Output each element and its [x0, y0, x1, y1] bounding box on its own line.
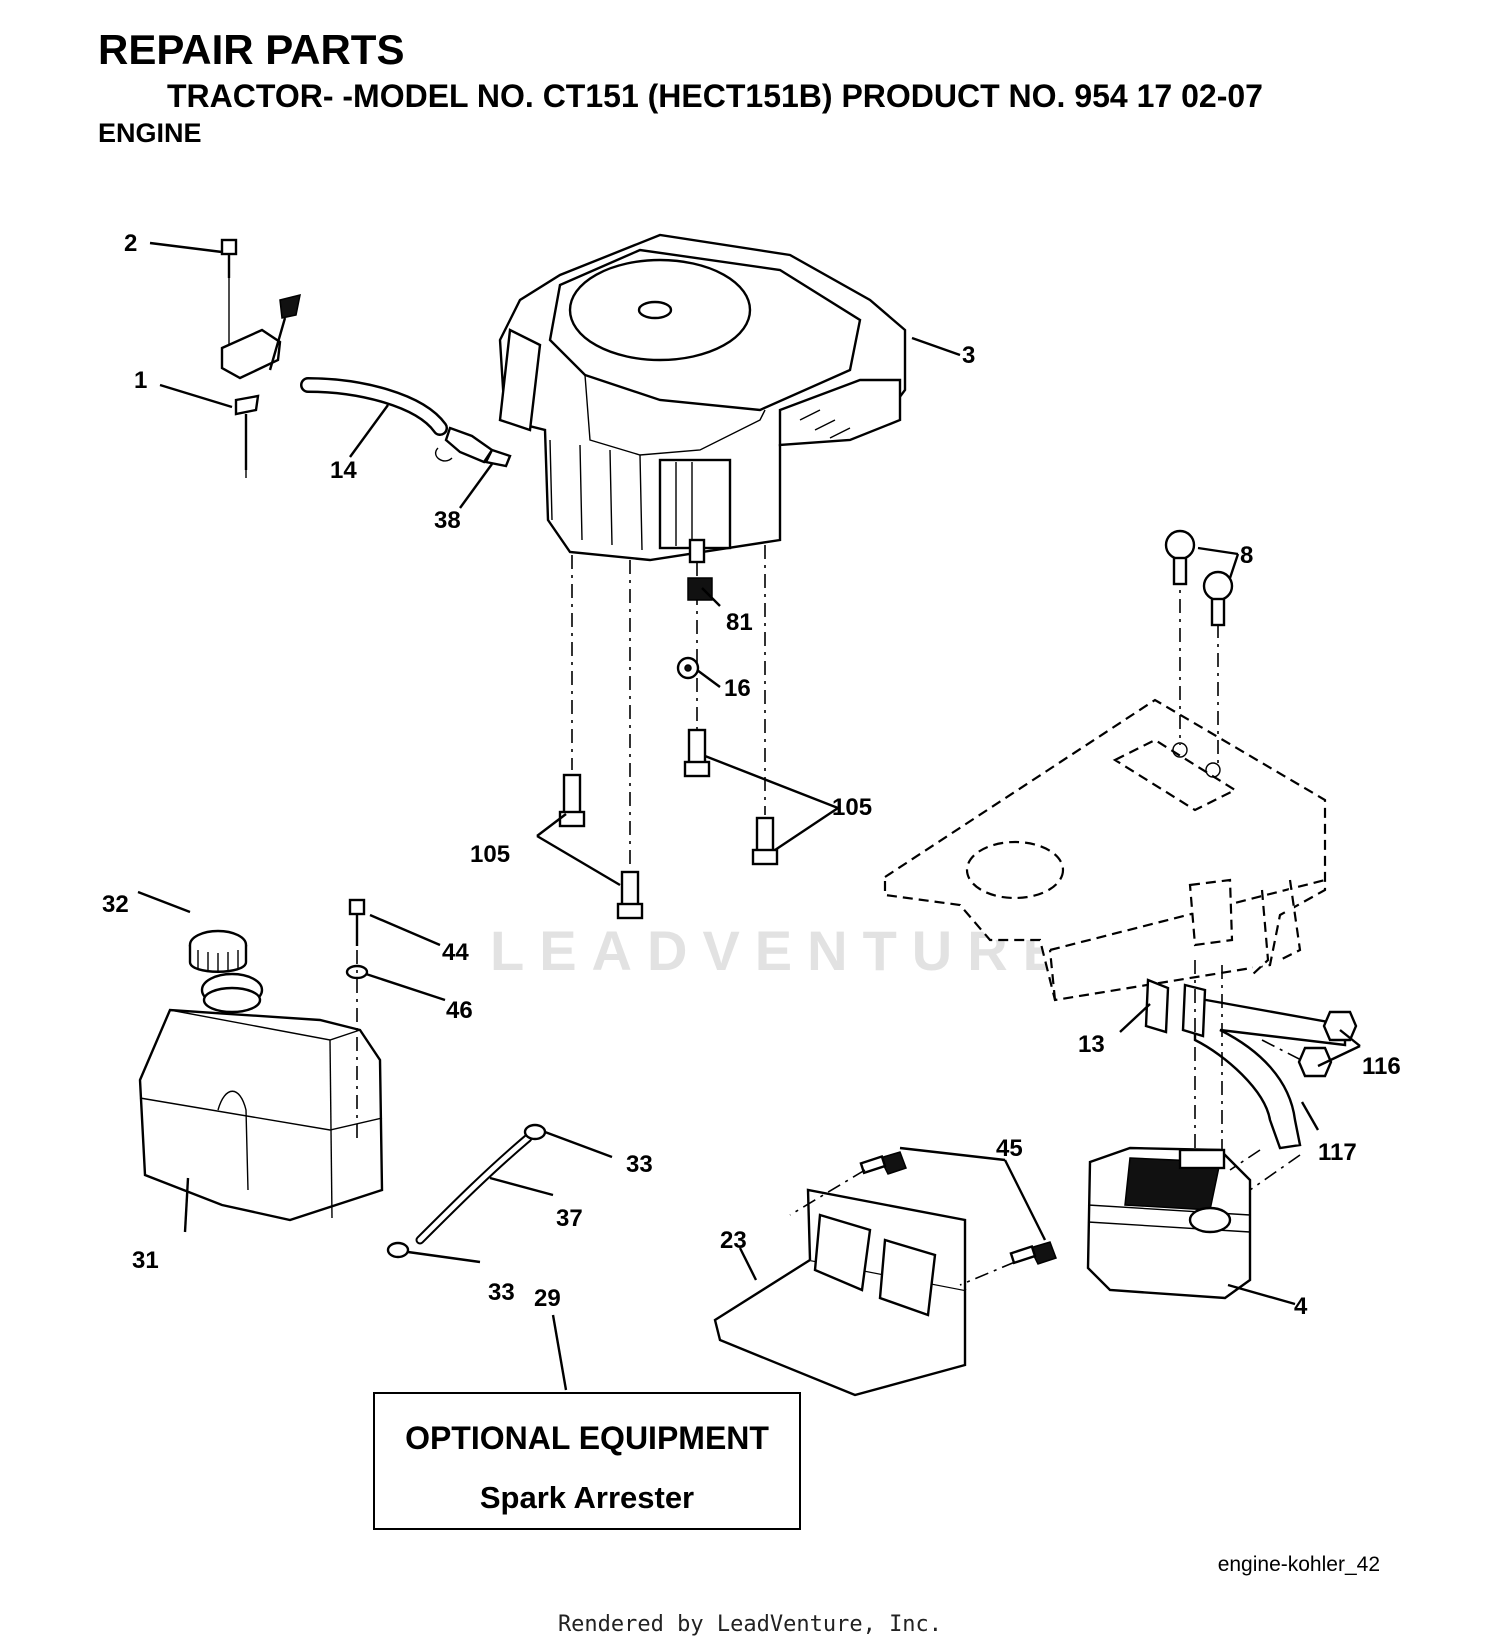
nut-81 — [687, 577, 713, 601]
callout-4: 4 — [1294, 1293, 1308, 1320]
callout-31: 31 — [132, 1247, 159, 1274]
heat-shield-23 — [713, 1188, 967, 1397]
muffler-4 — [1086, 1146, 1252, 1300]
callout-8: 8 — [1240, 542, 1253, 569]
callout-32: 32 — [102, 891, 129, 918]
throttle-control — [220, 238, 301, 478]
callout-105-left: 105 — [470, 841, 510, 868]
fuel-hose-37 — [415, 1133, 533, 1245]
nuts-116 — [1297, 1010, 1358, 1078]
callout-33-bottom: 33 — [488, 1279, 515, 1306]
bolts-105 — [558, 728, 779, 920]
optional-equipment-title: OPTIONAL EQUIPMENT — [405, 1420, 769, 1456]
bolts-45 — [859, 1151, 1057, 1265]
callout-81: 81 — [726, 609, 753, 636]
tractor-frame — [883, 698, 1327, 1002]
callout-14: 14 — [330, 457, 357, 484]
callout-3: 3 — [962, 342, 975, 369]
callout-2: 2 — [124, 230, 137, 257]
callout-116: 116 — [1362, 1053, 1401, 1080]
callout-38: 38 — [434, 507, 461, 534]
fuel-cap-32 — [188, 929, 248, 973]
fuel-tank-31 — [138, 972, 384, 1222]
callout-13: 13 — [1078, 1031, 1105, 1058]
bolts-8 — [1164, 529, 1234, 627]
leader-lines — [137, 241, 1361, 1391]
callout-16: 16 — [724, 675, 751, 702]
callout-44: 44 — [442, 939, 469, 966]
callout-23: 23 — [720, 1227, 747, 1254]
page-title: REPAIR PARTS — [98, 26, 405, 73]
model-subtitle: TRACTOR- -MODEL NO. CT151 (HECT151B) PRO… — [167, 78, 1263, 114]
callout-37: 37 — [556, 1205, 583, 1232]
fuel-line-14 — [300, 377, 448, 436]
callout-45: 45 — [996, 1135, 1023, 1162]
callout-46: 46 — [446, 997, 473, 1024]
spark-arrester-label: Spark Arrester — [479, 1480, 695, 1515]
optional-equipment-box: OPTIONAL EQUIPMENT Spark Arrester — [373, 1392, 801, 1530]
callout-117: 117 — [1318, 1139, 1357, 1166]
engine-assembly — [498, 233, 907, 564]
callout-numbers: 2 1 3 14 38 8 81 16 105 105 32 44 46 13 … — [102, 230, 1401, 1320]
callout-29: 29 — [534, 1285, 561, 1312]
callout-33-top: 33 — [626, 1151, 653, 1178]
screw-44 — [348, 898, 366, 946]
section-title: ENGINE — [98, 118, 202, 148]
callout-1: 1 — [134, 367, 147, 394]
watermark-text: LEADVENTURE — [490, 919, 1076, 982]
exhaust-pipe-117 — [1193, 996, 1347, 1150]
render-credit: Rendered by LeadVenture, Inc. — [557, 1612, 943, 1637]
washer-16 — [676, 656, 700, 680]
fuel-fitting-38 — [434, 426, 512, 468]
hose-clamps-33 — [386, 1123, 547, 1259]
callout-105-right: 105 — [832, 794, 872, 821]
gasket-13 — [1144, 978, 1207, 1038]
diagram-id: engine-kohler_42 — [1217, 1553, 1380, 1576]
